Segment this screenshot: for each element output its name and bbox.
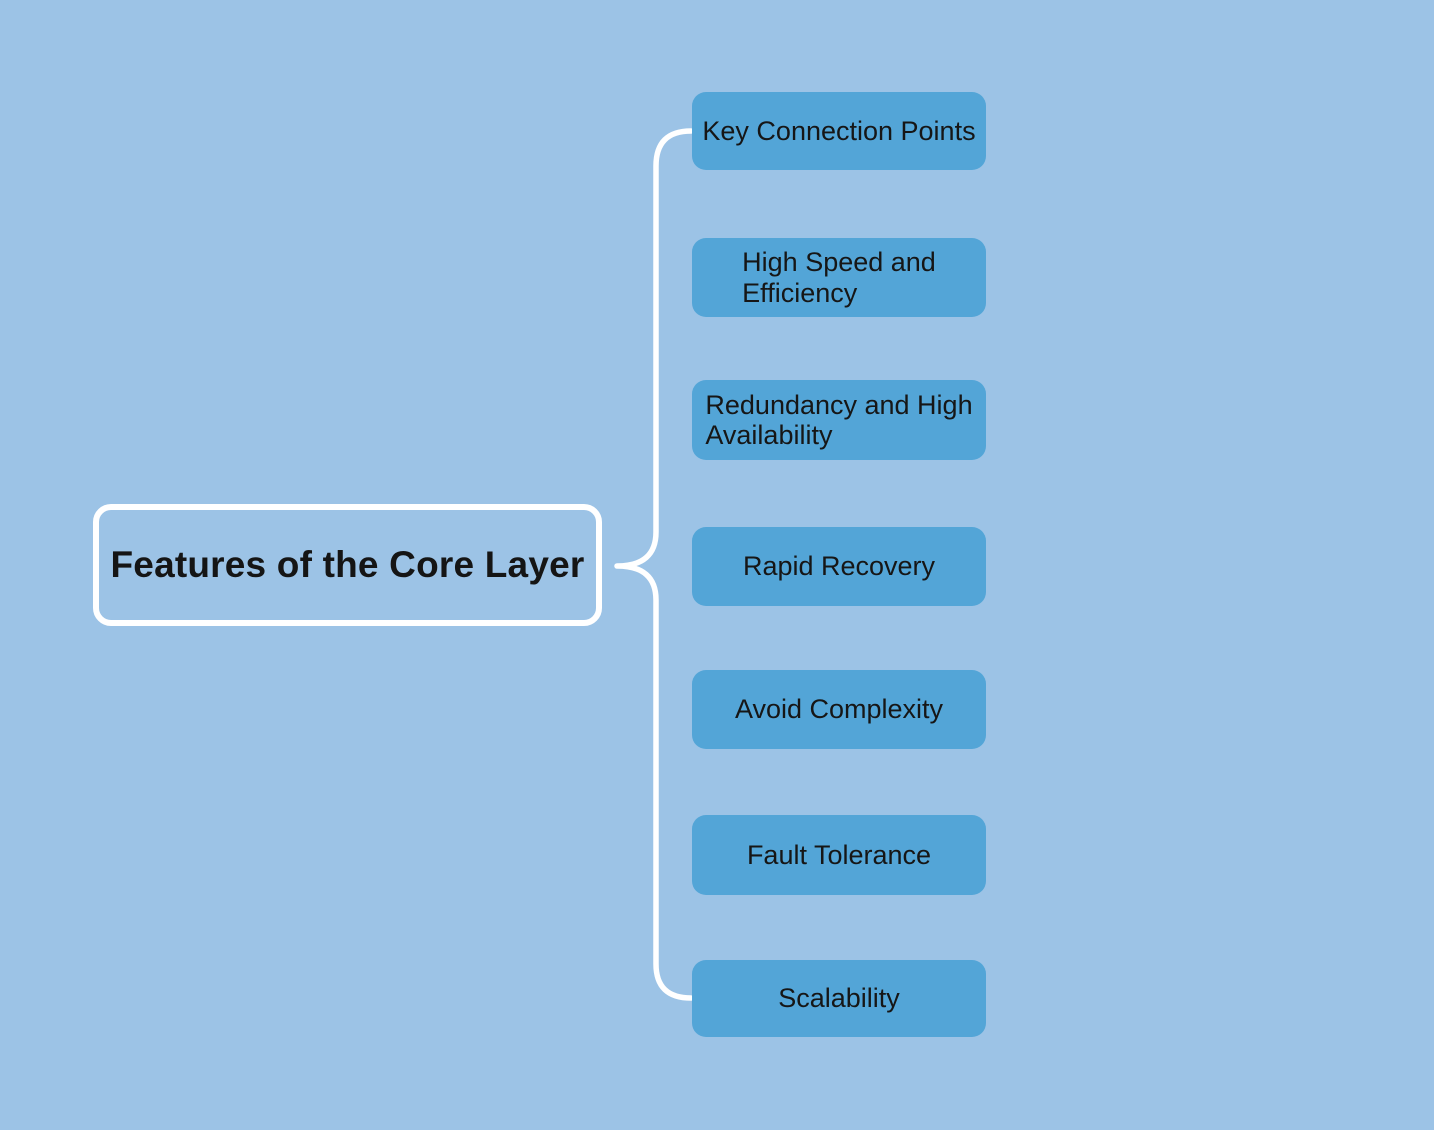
root-topic-label: Features of the Core Layer: [110, 544, 585, 585]
topic-label: Rapid Recovery: [742, 551, 936, 582]
topic-key-connection-points[interactable]: Key Connection Points: [692, 92, 986, 170]
topic-high-speed-and-efficiency[interactable]: High Speed and Efficiency: [692, 238, 986, 317]
topic-label: Avoid Complexity: [734, 694, 944, 725]
topic-label: Fault Tolerance: [746, 839, 932, 870]
topic-fault-tolerance[interactable]: Fault Tolerance: [692, 815, 986, 895]
root-topic-features-core-layer[interactable]: Features of the Core Layer: [93, 504, 602, 626]
topic-redundancy-and-high-availability[interactable]: Redundancy and High Availability: [692, 380, 986, 460]
topic-label: Key Connection Points: [702, 115, 976, 146]
topic-avoid-complexity[interactable]: Avoid Complexity: [692, 670, 986, 749]
topic-label: Redundancy and High Availability: [705, 389, 973, 450]
topic-label: High Speed and Efficiency: [742, 247, 936, 308]
topic-label: Scalability: [778, 983, 900, 1014]
topic-rapid-recovery[interactable]: Rapid Recovery: [692, 527, 986, 606]
topic-scalability[interactable]: Scalability: [692, 960, 986, 1037]
